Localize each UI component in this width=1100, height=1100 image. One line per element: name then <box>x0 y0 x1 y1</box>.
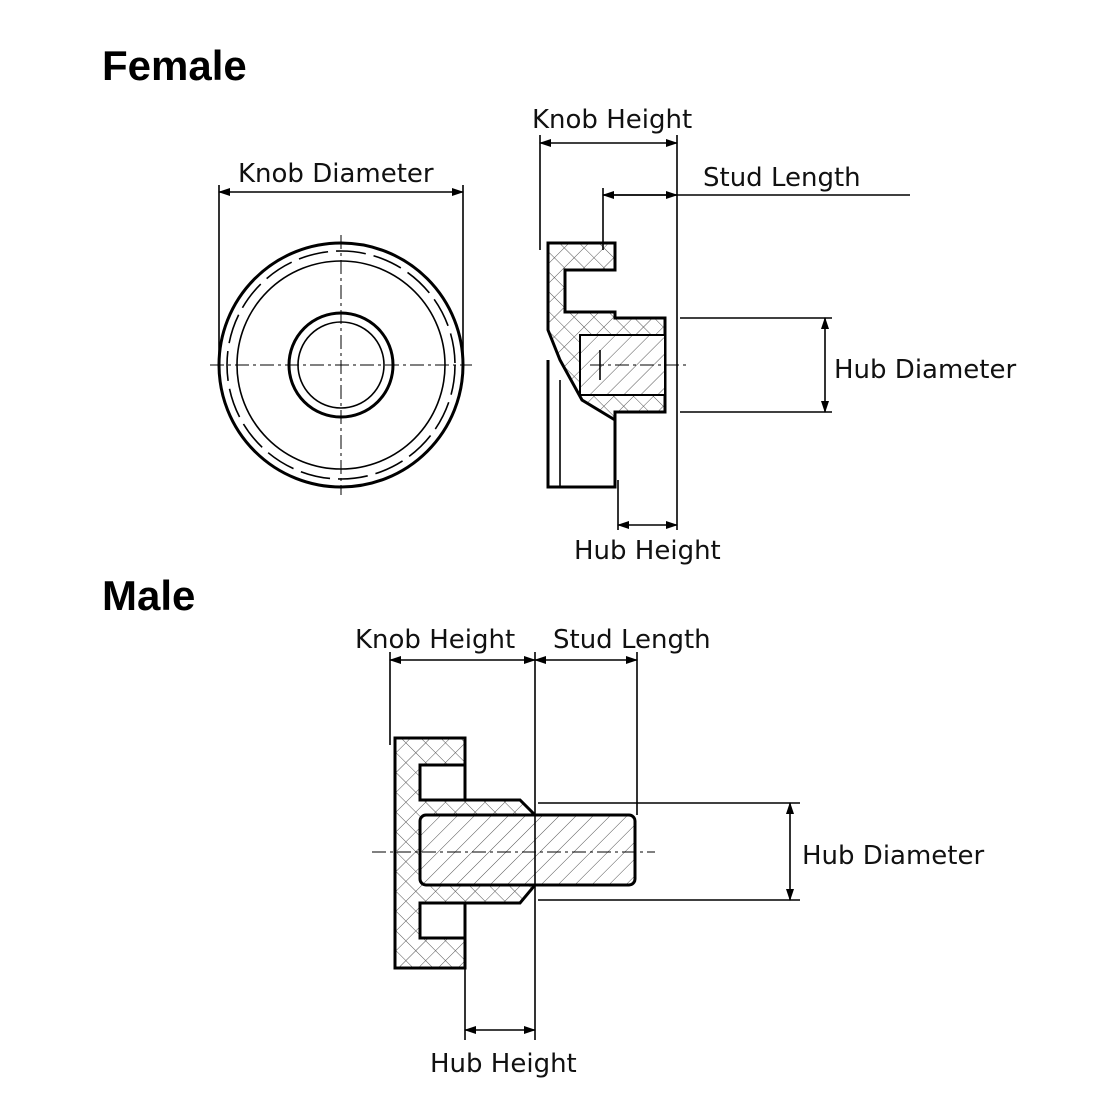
female-stud-length-dimension: Stud Length <box>602 163 910 250</box>
male-hub-diameter-label: Hub Diameter <box>802 841 984 871</box>
male-heading: Male <box>102 572 195 619</box>
female-knob-diameter-label: Knob Diameter <box>238 159 434 189</box>
male-hub-height-dimension: Hub Height <box>430 960 577 1079</box>
female-knob-height-label: Knob Height <box>532 105 692 135</box>
male-knob-height-label: Knob Height <box>355 625 515 655</box>
female-hub-height-dimension: Hub Height <box>574 480 721 566</box>
female-hub-diameter-label: Hub Diameter <box>834 355 1016 385</box>
knob-diameter-dimension: Knob Diameter <box>218 159 464 365</box>
male-stud-length-dimension: Stud Length <box>534 625 711 815</box>
female-hub-diameter-dimension: Hub Diameter <box>680 317 1016 413</box>
female-stud-length-label: Stud Length <box>703 163 861 193</box>
female-hub-height-label: Hub Height <box>574 536 721 566</box>
female-heading: Female <box>102 42 247 89</box>
female-front-view <box>210 235 472 495</box>
female-knob-height-dimension: Knob Height <box>532 105 692 530</box>
female-side-view <box>546 241 690 489</box>
male-hub-height-label: Hub Height <box>430 1049 577 1079</box>
male-knob-height-dimension: Knob Height <box>355 625 536 1040</box>
male-stud-length-label: Stud Length <box>553 625 711 655</box>
male-side-view <box>372 736 655 970</box>
male-hub-diameter-dimension: Hub Diameter <box>538 802 984 901</box>
